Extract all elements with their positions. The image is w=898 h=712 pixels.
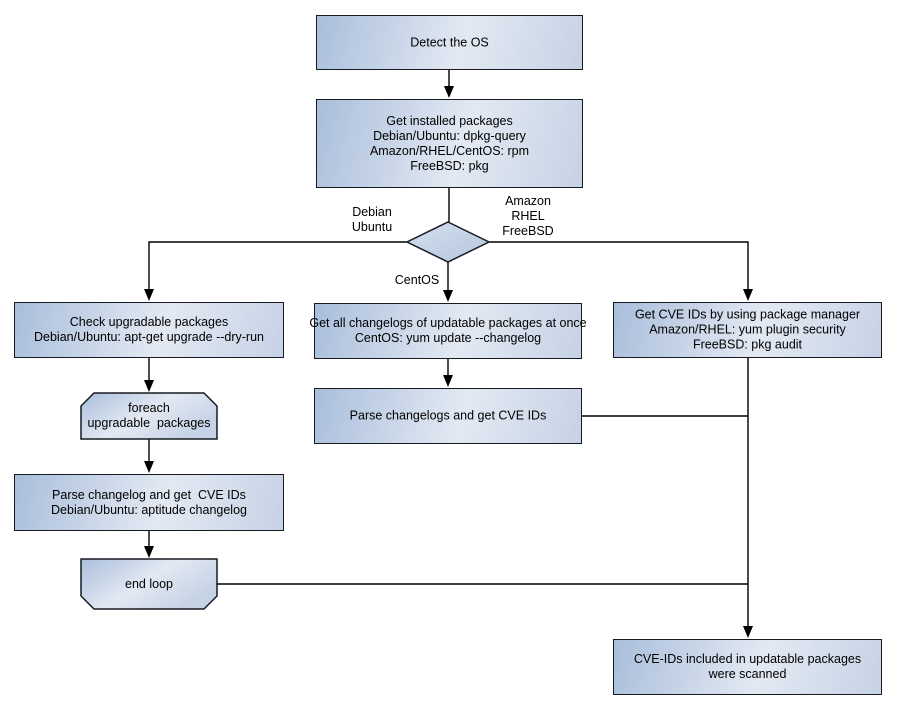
node-detect-os: Detect the OS [316,15,583,70]
arrowhead [443,375,453,387]
node-parse-changelog-debian: Parse changelog and get CVE IDs Debian/U… [14,474,284,531]
node-label: Get CVE IDs by using package manager Ama… [634,307,861,352]
edge-label-amazon-rhel-freebsd: Amazon RHEL FreeBSD [502,194,554,238]
arrowhead [743,626,753,638]
loop-end-label: end loop [125,576,173,591]
loop-start-label: foreach upgradable packages [87,401,211,430]
arrowhead [144,289,154,301]
node-label: CVE-IDs included in updatable packages w… [633,652,862,681]
arrowhead [144,461,154,473]
node-check-upgradable-packages: Check upgradable packages Debian/Ubuntu:… [14,302,284,358]
edge-label-debian-ubuntu: Debian Ubuntu [351,205,393,234]
node-get-cve-ids-package-manager: Get CVE IDs by using package manager Ama… [613,302,882,358]
node-label: Parse changelog and get CVE IDs Debian/U… [51,487,247,517]
node-scan-result: CVE-IDs included in updatable packages w… [613,639,882,695]
arrowheads [144,86,753,638]
node-label: Get all changelogs of updatable packages… [309,316,587,345]
node-parse-changelogs-centos: Parse changelogs and get CVE IDs [314,388,582,444]
node-label: Detect the OS [410,35,489,49]
node-label: Check upgradable packages Debian/Ubuntu:… [34,315,264,344]
arrowhead [743,289,753,301]
loop-start-shape [80,392,218,440]
arrowhead [443,290,453,302]
arrowhead [444,86,454,98]
edge-decision-to-pkgmgr [489,241,749,291]
node-get-all-changelogs: Get all changelogs of updatable packages… [309,303,587,359]
node-label: Parse changelogs and get CVE IDs [349,408,547,423]
arrowhead [144,546,154,558]
os-decision-diamond [405,221,491,263]
edge-decision-to-check [148,241,407,291]
node-label: Get installed packages Debian/Ubuntu: dp… [369,113,530,173]
arrowhead [144,380,154,392]
node-get-installed-packages: Get installed packages Debian/Ubuntu: dp… [316,99,583,188]
loop-end-shape [80,558,218,610]
edge-label-centos: CentOS [394,273,440,287]
